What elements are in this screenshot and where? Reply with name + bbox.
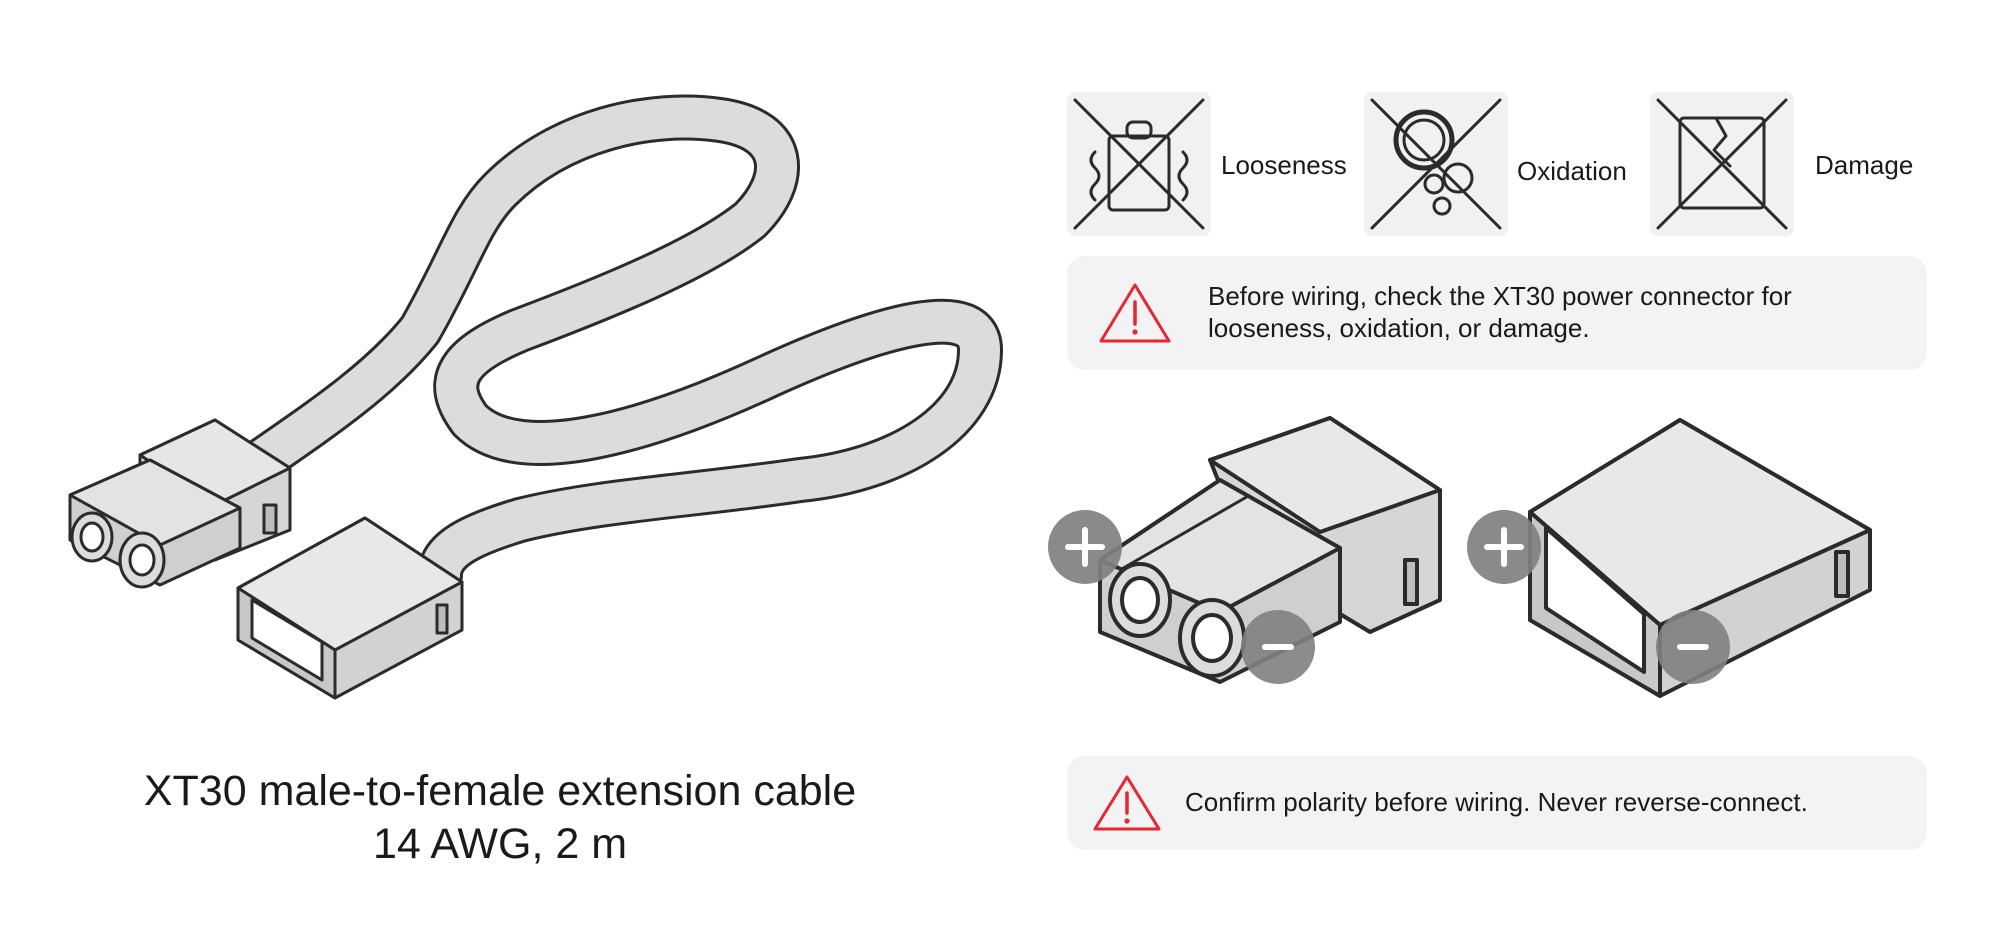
male-positive-badge (1048, 510, 1122, 584)
warning-triangle-icon (1099, 283, 1171, 343)
polarity-notice-text: Confirm polarity before wiring. Never re… (1185, 787, 1808, 817)
female-negative-badge (1656, 610, 1730, 684)
polarity-notice: Confirm polarity before wiring. Never re… (1067, 756, 1927, 850)
looseness-label: Looseness (1221, 150, 1347, 180)
oxidation-tile (1364, 92, 1508, 236)
plus-icon (1065, 527, 1105, 567)
inspection-notice: Before wiring, check the XT30 power conn… (1067, 256, 1927, 370)
warning-triangle-icon (1093, 775, 1161, 831)
female-connector (236, 516, 464, 700)
damage-tile (1650, 92, 1794, 236)
extension-cable-illustration (68, 94, 1003, 700)
damage-crossed-icon (1656, 98, 1788, 230)
caption-title: XT30 male-to-female extension cable (143, 767, 857, 815)
oxidation-crossed-icon (1370, 98, 1502, 230)
plus-icon (1484, 527, 1524, 567)
caption-spec: 14 AWG, 2 m (372, 820, 628, 868)
female-positive-badge (1467, 510, 1541, 584)
female-connector-polarity (1528, 418, 1872, 698)
cable-caption: XT30 male-to-female extension cable 14 A… (60, 765, 940, 871)
minus-icon (1262, 644, 1294, 650)
looseness-tile (1067, 92, 1211, 236)
looseness-crossed-icon (1073, 98, 1205, 230)
male-negative-badge (1241, 610, 1315, 684)
inspection-notice-text: Before wiring, check the XT30 power conn… (1208, 281, 1792, 343)
polarity-illustration (1098, 416, 1872, 698)
oxidation-label: Oxidation (1517, 156, 1627, 186)
damage-label: Damage (1815, 150, 1914, 180)
male-connector-polarity (1098, 416, 1442, 684)
minus-icon (1677, 644, 1709, 650)
male-connector (68, 418, 292, 589)
